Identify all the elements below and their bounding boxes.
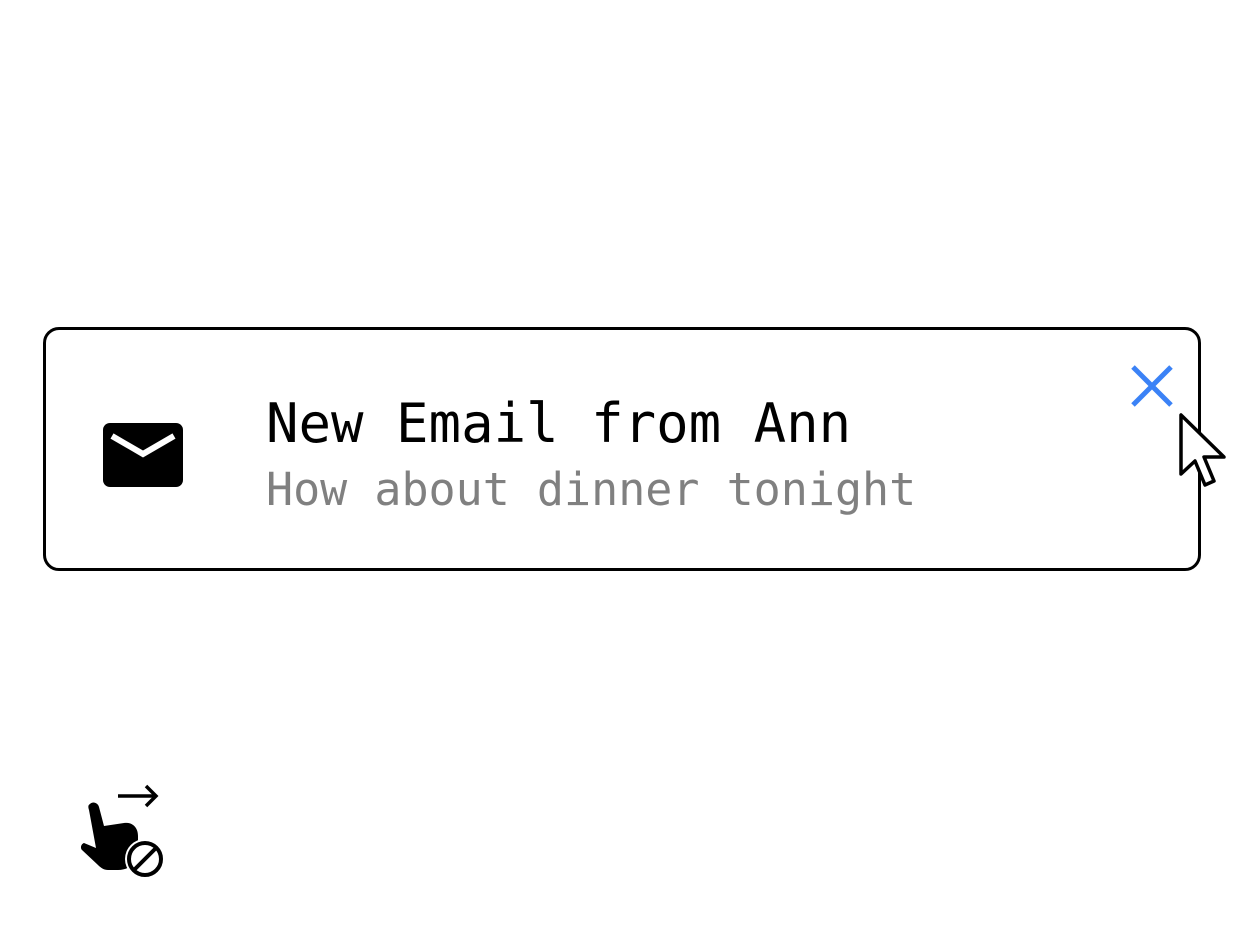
notification-title: New Email from Ann bbox=[266, 392, 852, 455]
close-icon[interactable] bbox=[1128, 362, 1176, 410]
close-button[interactable] bbox=[1128, 362, 1176, 410]
swipe-disabled-icon bbox=[78, 780, 170, 884]
mail-icon bbox=[102, 422, 184, 488]
email-notification[interactable]: New Email from Ann How about dinner toni… bbox=[43, 327, 1201, 571]
notification-message: How about dinner tonight bbox=[266, 463, 917, 516]
